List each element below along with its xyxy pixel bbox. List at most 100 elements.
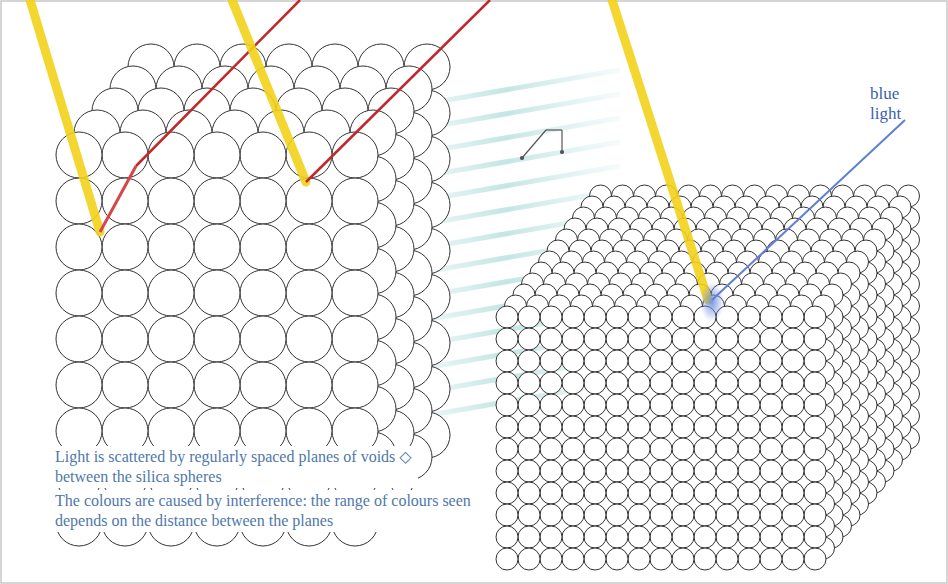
silica-sphere xyxy=(540,372,562,394)
silica-sphere xyxy=(496,372,518,394)
silica-sphere xyxy=(760,416,782,438)
silica-sphere xyxy=(804,482,826,504)
silica-sphere xyxy=(606,416,628,438)
silica-sphere xyxy=(760,394,782,416)
silica-sphere xyxy=(804,372,826,394)
silica-sphere xyxy=(760,438,782,460)
silica-sphere xyxy=(540,438,562,460)
silica-sphere xyxy=(584,350,606,372)
silica-sphere xyxy=(332,178,378,224)
silica-sphere xyxy=(782,306,804,328)
silica-sphere xyxy=(760,504,782,526)
silica-sphere xyxy=(332,362,378,408)
silica-sphere xyxy=(562,548,584,570)
silica-sphere xyxy=(194,224,240,270)
silica-sphere xyxy=(804,460,826,482)
silica-sphere xyxy=(628,548,650,570)
light-beams xyxy=(30,0,905,322)
silica-sphere xyxy=(716,460,738,482)
silica-sphere xyxy=(584,394,606,416)
silica-sphere xyxy=(782,438,804,460)
silica-sphere xyxy=(738,372,760,394)
caption-note: Light is scattered by regularly spaced p… xyxy=(52,446,418,488)
silica-sphere xyxy=(540,504,562,526)
silica-sphere xyxy=(606,482,628,504)
silica-sphere xyxy=(584,526,606,548)
silica-sphere xyxy=(148,178,194,224)
silica-sphere xyxy=(694,482,716,504)
silica-sphere xyxy=(240,316,286,362)
silica-sphere xyxy=(194,362,240,408)
silica-sphere xyxy=(240,178,286,224)
silica-sphere xyxy=(694,416,716,438)
silica-sphere xyxy=(672,306,694,328)
silica-sphere xyxy=(518,438,540,460)
silica-sphere xyxy=(240,224,286,270)
silica-sphere xyxy=(286,224,332,270)
silica-sphere xyxy=(650,394,672,416)
silica-sphere xyxy=(628,372,650,394)
silica-sphere xyxy=(672,438,694,460)
silica-sphere xyxy=(804,306,826,328)
silica-sphere xyxy=(628,438,650,460)
silica-sphere xyxy=(738,460,760,482)
silica-sphere xyxy=(562,328,584,350)
silica-sphere xyxy=(102,224,148,270)
silica-sphere xyxy=(650,372,672,394)
silica-sphere xyxy=(650,438,672,460)
silica-sphere xyxy=(672,394,694,416)
silica-sphere xyxy=(716,394,738,416)
silica-sphere xyxy=(286,316,332,362)
silica-sphere xyxy=(694,526,716,548)
silica-sphere xyxy=(56,270,102,316)
silica-sphere xyxy=(760,460,782,482)
silica-sphere xyxy=(628,394,650,416)
silica-sphere xyxy=(606,372,628,394)
silica-sphere xyxy=(540,526,562,548)
silica-sphere xyxy=(540,306,562,328)
silica-sphere xyxy=(148,132,194,178)
silica-sphere xyxy=(628,460,650,482)
silica-sphere xyxy=(672,416,694,438)
silica-sphere xyxy=(606,548,628,570)
silica-sphere xyxy=(804,394,826,416)
silica-sphere xyxy=(650,416,672,438)
silica-sphere xyxy=(716,328,738,350)
silica-sphere xyxy=(606,306,628,328)
silica-sphere xyxy=(518,394,540,416)
silica-sphere xyxy=(804,416,826,438)
silica-sphere xyxy=(240,132,286,178)
silica-sphere xyxy=(760,306,782,328)
silica-sphere xyxy=(738,328,760,350)
silica-sphere xyxy=(496,438,518,460)
silica-sphere xyxy=(562,394,584,416)
silica-sphere xyxy=(628,350,650,372)
silica-sphere xyxy=(694,328,716,350)
silica-sphere xyxy=(606,350,628,372)
silica-sphere xyxy=(760,526,782,548)
silica-sphere xyxy=(56,316,102,362)
silica-sphere xyxy=(716,438,738,460)
silica-sphere xyxy=(562,350,584,372)
silica-sphere xyxy=(562,504,584,526)
silica-sphere xyxy=(716,526,738,548)
silica-sphere xyxy=(672,372,694,394)
silica-sphere xyxy=(672,548,694,570)
silica-sphere xyxy=(518,372,540,394)
silica-sphere xyxy=(606,460,628,482)
silica-sphere xyxy=(562,416,584,438)
silica-sphere xyxy=(540,394,562,416)
silica-sphere xyxy=(650,482,672,504)
silica-sphere xyxy=(148,316,194,362)
silica-sphere xyxy=(518,460,540,482)
silica-sphere xyxy=(804,548,826,570)
silica-sphere xyxy=(782,548,804,570)
silica-sphere xyxy=(540,350,562,372)
silica-sphere xyxy=(562,482,584,504)
silica-sphere xyxy=(738,548,760,570)
silica-sphere xyxy=(804,438,826,460)
silica-sphere xyxy=(584,372,606,394)
silica-sphere xyxy=(102,270,148,316)
silica-sphere xyxy=(496,526,518,548)
